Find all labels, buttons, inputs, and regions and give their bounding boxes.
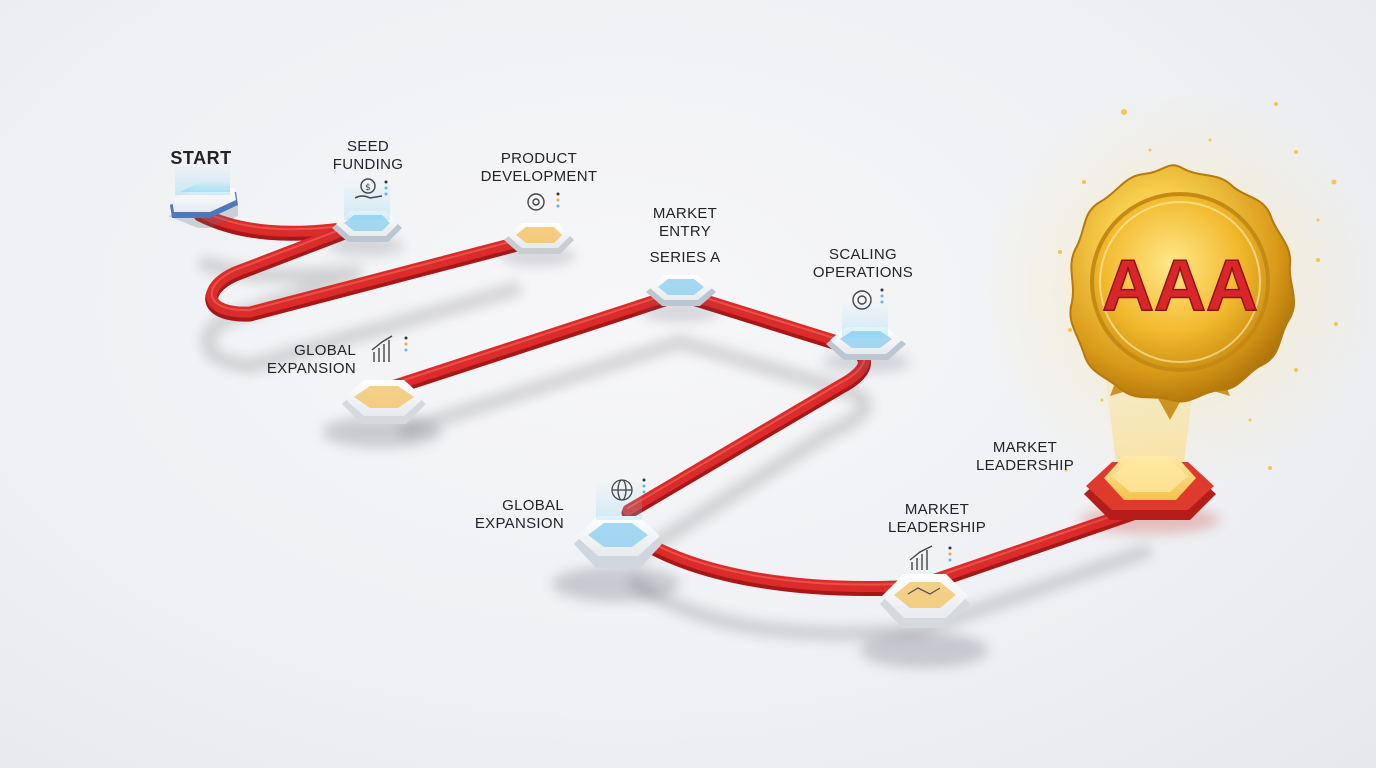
stage-label-line: SCALING <box>813 246 913 264</box>
badge-text: AAA <box>1102 246 1258 326</box>
stage-sublabel: SERIES A <box>650 249 721 267</box>
stage-label-market-leadership-1: MARKET LEADERSHIP <box>888 501 986 537</box>
gear-icon <box>528 194 544 210</box>
stage-label-line: FUNDING <box>333 156 403 174</box>
stage-label-line: ENTRY <box>650 223 721 241</box>
stage-label-line: LEADERSHIP <box>888 519 986 537</box>
platform-scaling-operations <box>822 300 910 373</box>
stage-label-line: PRODUCT <box>481 150 598 168</box>
stage-label-line: GLOBAL <box>460 497 564 515</box>
stage-label-line: MARKET <box>888 501 986 519</box>
stage-label-seed-funding: SEED FUNDING <box>333 138 403 174</box>
stage-label-global-expansion-1: GLOBAL EXPANSION <box>256 342 356 378</box>
stage-label-line: LEADERSHIP <box>976 457 1074 475</box>
stage-label-line: SEED <box>333 138 403 156</box>
svg-text:$: $ <box>365 183 371 193</box>
stage-label-product-development: PRODUCT DEVELOPMENT <box>481 150 598 186</box>
stage-label-line: EXPANSION <box>460 515 564 533</box>
stage-label-scaling-operations: SCALING OPERATIONS <box>813 246 913 282</box>
stage-label-market-leadership-2: MARKET LEADERSHIP <box>976 439 1074 475</box>
stage-label-start: START <box>170 149 231 167</box>
stage-label-line: MARKET <box>650 205 721 223</box>
stage-label-line: DEVELOPMENT <box>481 168 598 186</box>
stage-label-market-entry: MARKET ENTRY SERIES A <box>650 205 721 267</box>
stage-label-line: GLOBAL <box>256 342 356 360</box>
stage-label-line: MARKET <box>976 439 1074 457</box>
platform-product-development <box>500 223 576 266</box>
stage-label-line: START <box>170 149 231 167</box>
platform-start <box>168 165 238 228</box>
stage-label-line: OPERATIONS <box>813 264 913 282</box>
stage-label-global-expansion-2: GLOBAL EXPANSION <box>460 497 564 533</box>
stage-label-line: EXPANSION <box>256 360 356 378</box>
growth-chart-icon-2 <box>910 546 932 570</box>
platform-global-expansion-1 <box>322 380 442 448</box>
growth-chart-icon <box>372 336 392 362</box>
